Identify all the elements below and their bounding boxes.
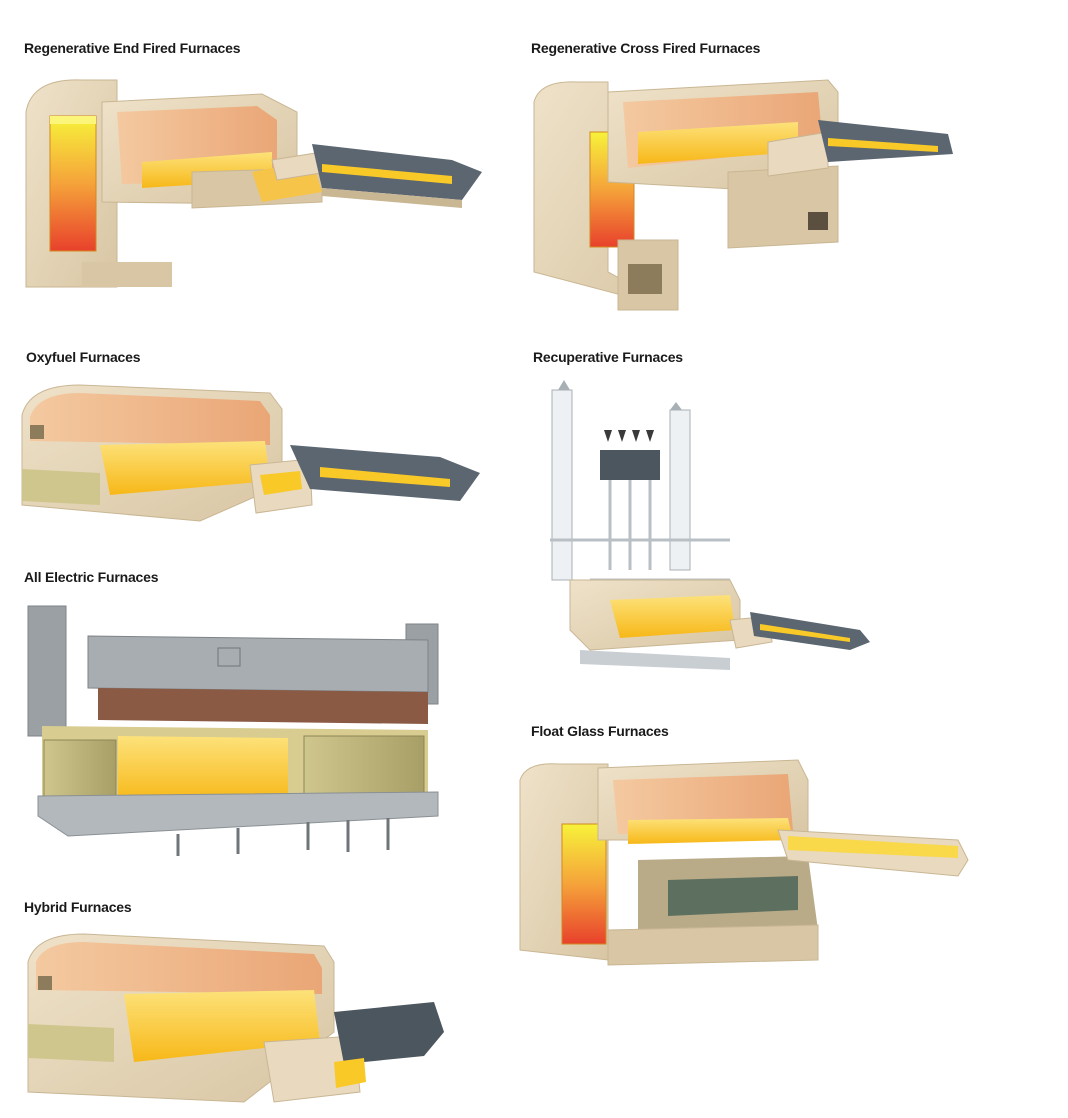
hybrid-furnace-illustration (27, 933, 444, 1103)
title-recuperative: Recuperative Furnaces (533, 349, 683, 365)
title-hybrid: Hybrid Furnaces (24, 899, 132, 915)
figure-recuperative (530, 380, 870, 680)
all-electric-furnace-illustration (27, 605, 439, 856)
title-regen-end: Regenerative End Fired Furnaces (24, 40, 241, 56)
float-glass-furnace-illustration (519, 759, 969, 966)
figure-all-electric (27, 605, 448, 866)
figure-oxyfuel (20, 384, 490, 525)
title-oxyfuel: Oxyfuel Furnaces (26, 349, 141, 365)
title-float-glass: Float Glass Furnaces (531, 723, 669, 739)
figure-regen-end (22, 72, 492, 292)
regen-end-furnace-illustration (25, 79, 482, 288)
title-all-electric: All Electric Furnaces (24, 569, 159, 585)
figure-hybrid (24, 932, 454, 1112)
regen-cross-furnace-illustration (533, 79, 953, 311)
title-regen-cross: Regenerative Cross Fired Furnaces (531, 40, 761, 56)
figure-regen-cross (528, 72, 958, 312)
oxyfuel-furnace-illustration (21, 384, 480, 522)
figure-float-glass (518, 759, 978, 970)
recuperative-furnace-illustration (550, 380, 870, 670)
